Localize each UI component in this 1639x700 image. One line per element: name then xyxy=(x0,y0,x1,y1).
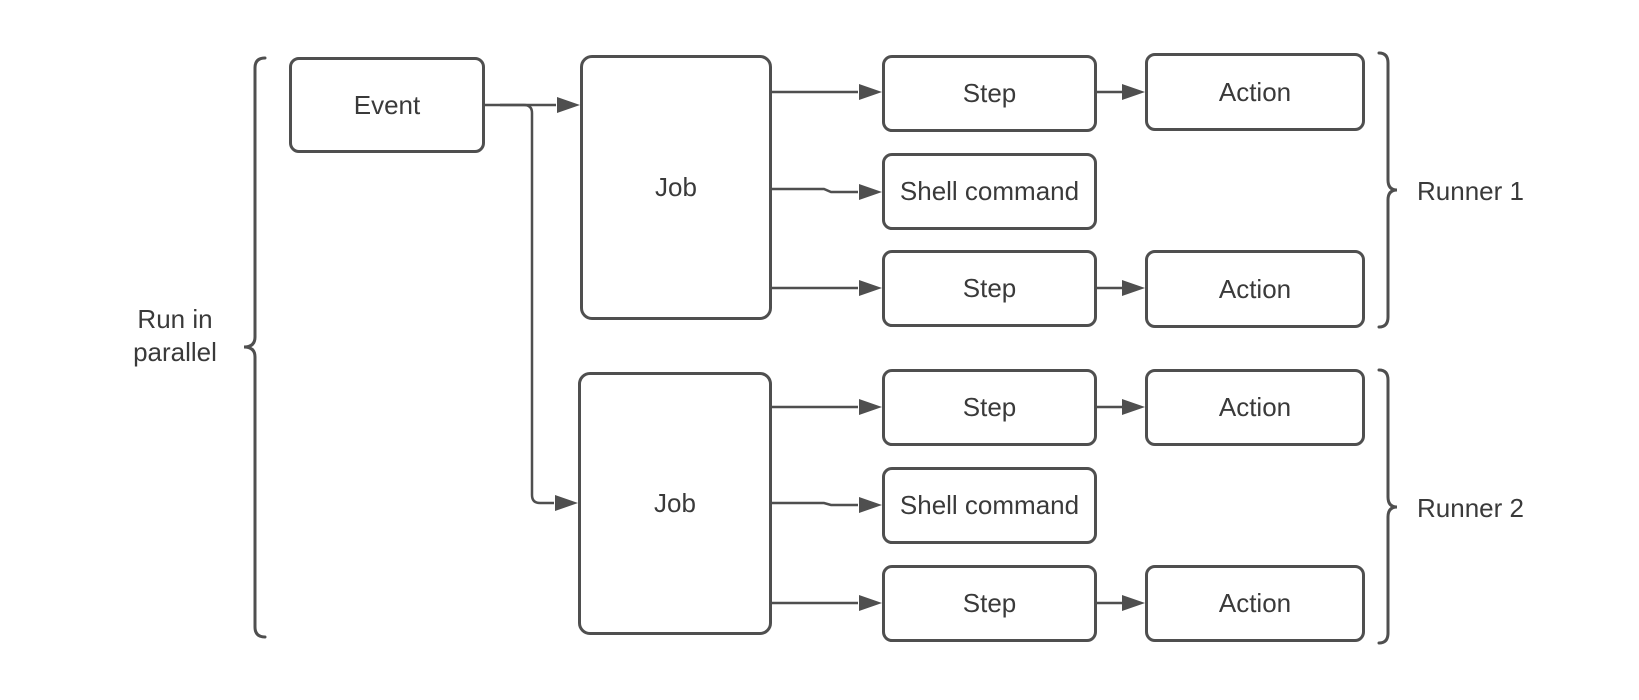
arrowhead-icon xyxy=(859,280,882,296)
runner1-brace-icon xyxy=(1377,51,1398,329)
arrowhead-icon xyxy=(1122,399,1145,415)
action-label: Action xyxy=(1218,76,1292,107)
connector-step4-to-action4 xyxy=(1097,595,1145,611)
shell-command-node: Shell command xyxy=(882,467,1097,544)
action-label: Action xyxy=(1218,588,1292,618)
arrowhead-icon xyxy=(859,84,882,100)
runner2-label: Runner 2 xyxy=(1417,492,1524,525)
connector-job2-to-step1 xyxy=(772,399,882,415)
arrowhead-icon xyxy=(555,495,578,511)
connector-job2-to-shell2 xyxy=(772,497,882,513)
arrowhead-icon xyxy=(859,595,882,611)
arrowhead-icon xyxy=(859,399,882,415)
run-in-parallel-line2: parallel xyxy=(133,337,217,367)
job2-label: Job xyxy=(654,488,696,518)
left-brace-icon xyxy=(243,56,267,639)
connector-job1-to-shell1 xyxy=(772,184,882,200)
arrowhead-icon xyxy=(859,497,882,513)
action-label: Action xyxy=(1218,273,1292,304)
arrowhead-icon xyxy=(557,97,580,113)
shell-command-label: Shell command xyxy=(899,490,1080,520)
job2-node: Job xyxy=(578,372,772,635)
step-node: Step xyxy=(882,565,1097,642)
arrowhead-icon xyxy=(1122,595,1145,611)
action-node: Action xyxy=(1145,369,1365,446)
runner2-label-text: Runner 2 xyxy=(1417,493,1524,523)
action-node: Action xyxy=(1145,53,1365,131)
arrowhead-icon xyxy=(859,184,882,200)
event-label: Event xyxy=(353,89,421,120)
connector-step1-to-action1 xyxy=(1097,84,1145,100)
step-label: Step xyxy=(962,273,1017,303)
run-in-parallel-line1: Run in xyxy=(137,304,213,334)
runner1-label-text: Runner 1 xyxy=(1417,176,1524,206)
step-node: Step xyxy=(882,55,1097,132)
run-in-parallel-label: Run in parallel xyxy=(110,303,240,369)
job1-node: Job xyxy=(580,55,772,320)
event-node: Event xyxy=(289,57,485,153)
connector-step2-to-action2 xyxy=(1097,280,1145,296)
runner1-label: Runner 1 xyxy=(1417,175,1524,208)
action-node: Action xyxy=(1145,250,1365,328)
shell-command-node: Shell command xyxy=(882,153,1097,230)
arrowhead-icon xyxy=(1122,84,1145,100)
shell-command-label: Shell command xyxy=(899,176,1080,206)
step-label: Step xyxy=(962,588,1017,618)
connector-job1-to-step1 xyxy=(772,84,882,100)
connector-job1-to-step2 xyxy=(772,280,882,296)
connector-step3-to-action3 xyxy=(1097,399,1145,415)
step-node: Step xyxy=(882,369,1097,446)
runner2-brace-icon xyxy=(1377,368,1398,645)
step-label: Step xyxy=(962,392,1017,422)
action-node: Action xyxy=(1145,565,1365,642)
action-label: Action xyxy=(1218,392,1292,422)
connector-event-to-job2 xyxy=(500,103,578,511)
job1-label: Job xyxy=(655,172,697,202)
arrowhead-icon xyxy=(1122,280,1145,296)
step-label: Step xyxy=(962,78,1017,108)
connector-job2-to-step2 xyxy=(772,595,882,611)
step-node: Step xyxy=(882,250,1097,327)
